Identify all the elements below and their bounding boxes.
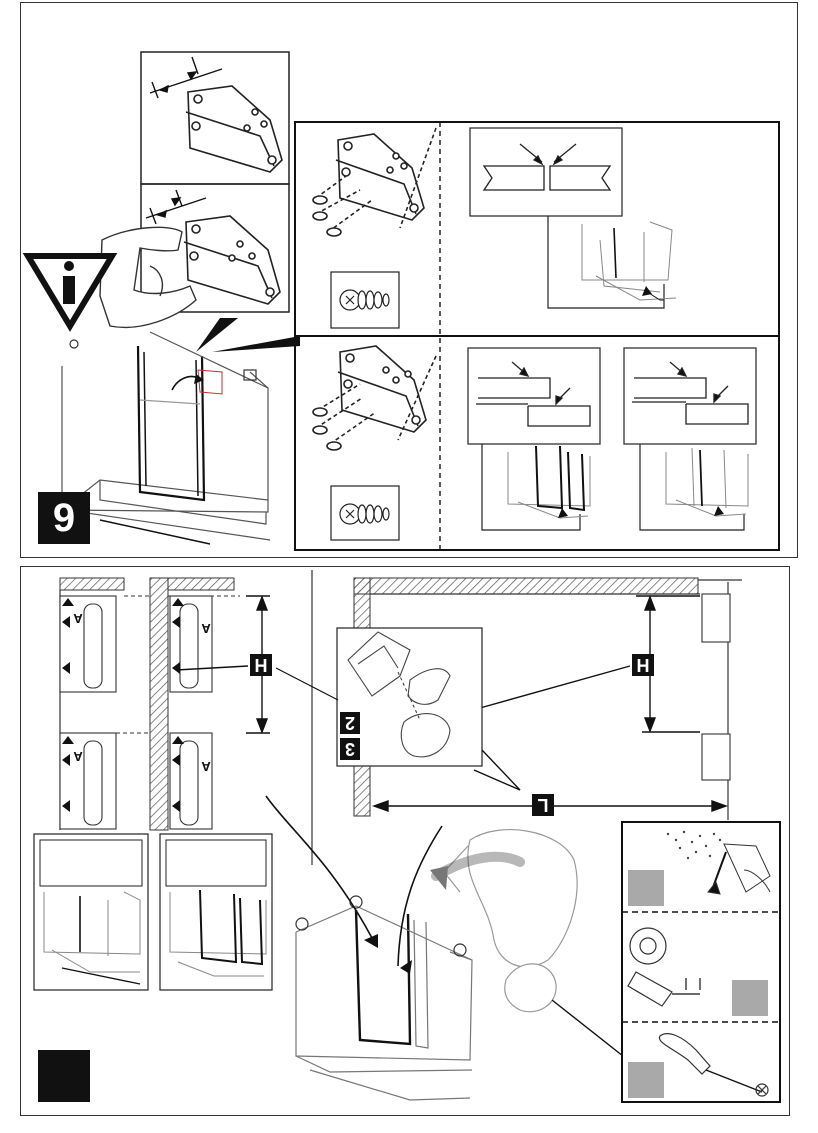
curved-arrows [266,796,442,966]
right-brackets [702,594,730,780]
step-badge-blank [38,1050,90,1102]
ceiling-hatch-mid [168,578,234,590]
bracket-letter-1: A [73,611,83,626]
ceiling-hatch-right [354,578,698,594]
tool-step-square-1 [628,870,664,906]
wall-hatch [150,578,168,830]
bracket-letter-4: A [201,759,211,774]
label-3: 3 [340,738,360,760]
label-h-right: H [632,654,654,676]
ceiling-hatch-left [60,578,124,590]
dimension-h-right [480,596,700,732]
bracket-letter-3: A [73,749,83,764]
cabinet-option-header-2 [166,840,266,886]
wall-brackets [60,596,212,829]
cabinet-drawing-main [296,896,472,1100]
label-2: 2 [340,712,360,734]
bracket-letter-2: A [201,621,211,636]
label-h-left: H [250,654,272,676]
cabinet-option-header-1 [40,840,142,886]
tool-step-square-2 [732,980,768,1016]
label-l: L [532,794,554,816]
tool-step-square-3 [628,1062,664,1098]
